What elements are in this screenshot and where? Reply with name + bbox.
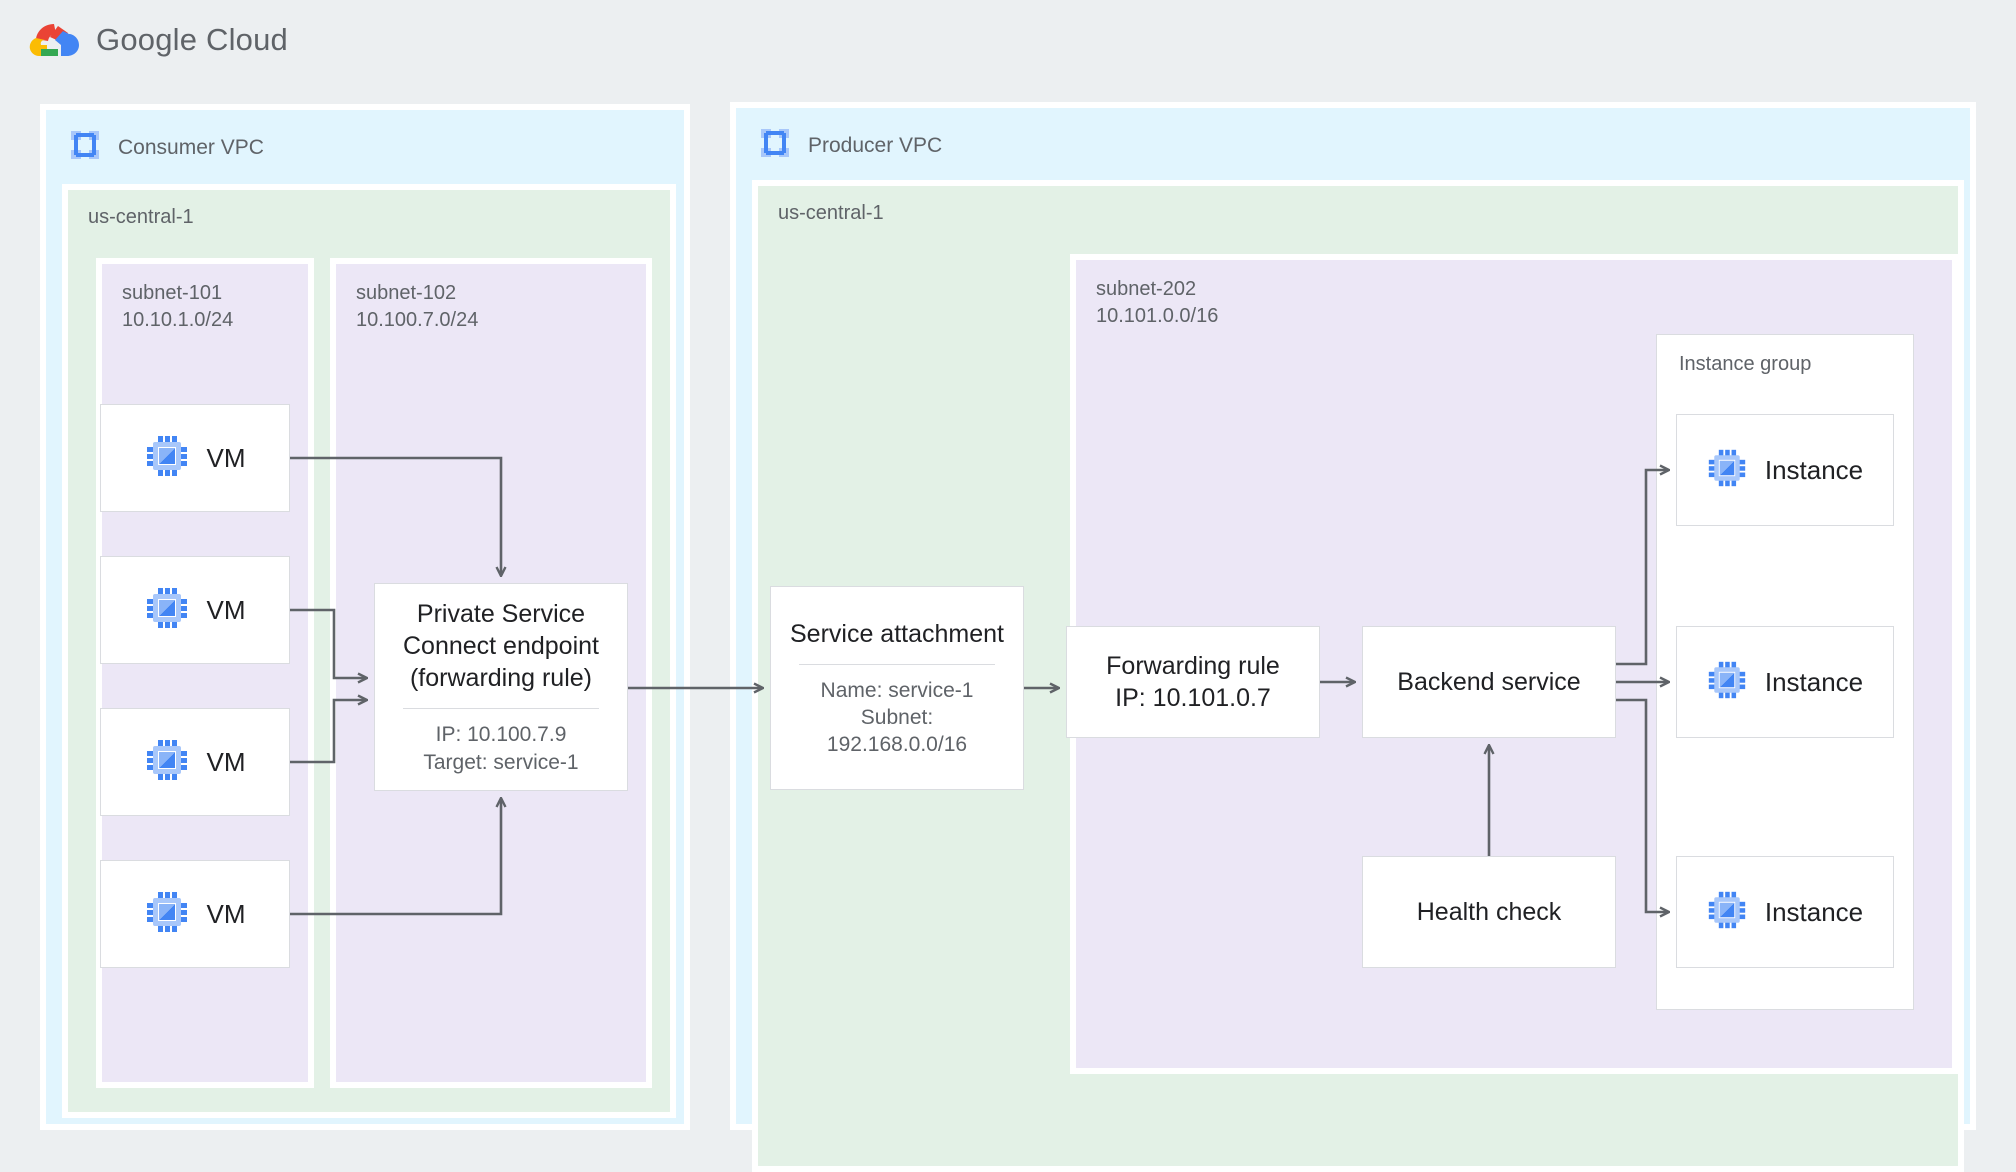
instance-node-2-label: Instance [1764, 666, 1864, 697]
vm-chip-icon [145, 890, 189, 939]
subnet-202-label: subnet-202 10.101.0.0/16 [1096, 278, 1219, 327]
instance-node-1[interactable]: Instance [1676, 414, 1894, 526]
health-check-title: Health check [1416, 898, 1562, 926]
vm-node-3[interactable]: VM [100, 708, 290, 816]
vm-chip-icon [145, 586, 189, 635]
vm-node-3-label: VM [206, 746, 246, 777]
service-attachment-name: Name: service-1 [820, 678, 974, 702]
vm-chip-icon [1707, 660, 1747, 705]
vm-node-2-label: VM [206, 594, 246, 625]
instance-node-1-label: Instance [1764, 454, 1864, 485]
psc-endpoint-target: Target: service-1 [423, 750, 579, 774]
instance-node-2[interactable]: Instance [1676, 626, 1894, 738]
service-attachment-subnet-label: Subnet: [860, 705, 934, 729]
instance-node-3[interactable]: Instance [1676, 856, 1894, 968]
psc-endpoint-node[interactable]: Private Service Connect endpoint (forwar… [374, 583, 628, 791]
psc-endpoint-title: Private Service Connect endpoint (forwar… [403, 600, 599, 693]
backend-service-title: Backend service [1397, 668, 1581, 696]
vm-chip-icon [1707, 890, 1747, 935]
vm-node-4[interactable]: VM [100, 860, 290, 968]
google-cloud-logo-icon [28, 18, 80, 62]
consumer-region-label: us-central-1 [88, 206, 194, 228]
consumer-vpc-title: Consumer VPC [118, 135, 264, 159]
consumer-vpc-header: Consumer VPC [68, 128, 264, 167]
forwarding-rule-title: Forwarding rule [1106, 652, 1280, 680]
vm-node-1-label: VM [206, 442, 246, 473]
producer-vpc-header: Producer VPC [758, 126, 942, 165]
instance-group-label: Instance group [1679, 353, 1812, 375]
vm-chip-icon [145, 434, 189, 483]
instance-node-3-label: Instance [1764, 896, 1864, 927]
forwarding-rule-ip: IP: 10.101.0.7 [1115, 684, 1271, 712]
brand-header: Google Cloud [28, 18, 288, 62]
vpc-icon [758, 126, 792, 165]
producer-region-label: us-central-1 [778, 202, 884, 224]
vpc-icon [68, 128, 102, 167]
producer-vpc-title: Producer VPC [808, 133, 943, 157]
vm-chip-icon [1707, 448, 1747, 493]
forwarding-rule-node[interactable]: Forwarding rule IP: 10.101.0.7 [1066, 626, 1320, 738]
service-attachment-divider [798, 663, 996, 665]
health-check-node[interactable]: Health check [1362, 856, 1616, 968]
psc-endpoint-divider [402, 708, 600, 710]
backend-service-node[interactable]: Backend service [1362, 626, 1616, 738]
service-attachment-subnet-cidr: 192.168.0.0/16 [826, 733, 968, 757]
vm-node-1[interactable]: VM [100, 404, 290, 512]
vm-chip-icon [145, 738, 189, 787]
subnet-101-label: subnet-101 10.10.1.0/24 [122, 282, 234, 331]
vm-node-2[interactable]: VM [100, 556, 290, 664]
service-attachment-node[interactable]: Service attachment Name: service-1 Subne… [770, 586, 1024, 790]
subnet-102-label: subnet-102 10.100.7.0/24 [356, 282, 479, 331]
service-attachment-title: Service attachment [790, 619, 1004, 648]
vm-node-4-label: VM [206, 898, 246, 929]
brand-name: Google Cloud [96, 22, 288, 57]
psc-endpoint-ip: IP: 10.100.7.9 [435, 723, 567, 747]
